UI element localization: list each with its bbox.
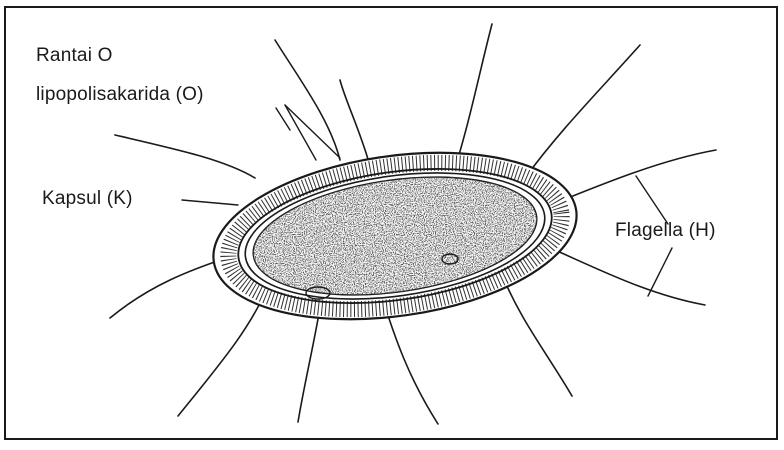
o-chain-label-line2: lipopolisakarida (O)	[36, 85, 204, 104]
flagellum	[525, 45, 640, 178]
flagellum	[275, 40, 340, 160]
flagellum	[548, 150, 716, 206]
flagellum	[178, 286, 268, 416]
capsule-label: Kapsul (K)	[42, 189, 133, 208]
flagella-leader	[636, 176, 668, 224]
flagellum	[500, 270, 572, 396]
flagella-label: Flagella (H)	[615, 221, 716, 240]
o-chain-leader	[285, 105, 340, 158]
o-chain-label-line1: Rantai O	[36, 46, 113, 65]
flagellum	[555, 250, 705, 305]
flagellum	[455, 24, 492, 168]
o-chain-leader	[285, 105, 316, 160]
flagella-leader	[648, 248, 672, 296]
flagellum	[115, 135, 255, 178]
flagellum	[340, 80, 370, 166]
capsule-leader	[182, 200, 238, 205]
